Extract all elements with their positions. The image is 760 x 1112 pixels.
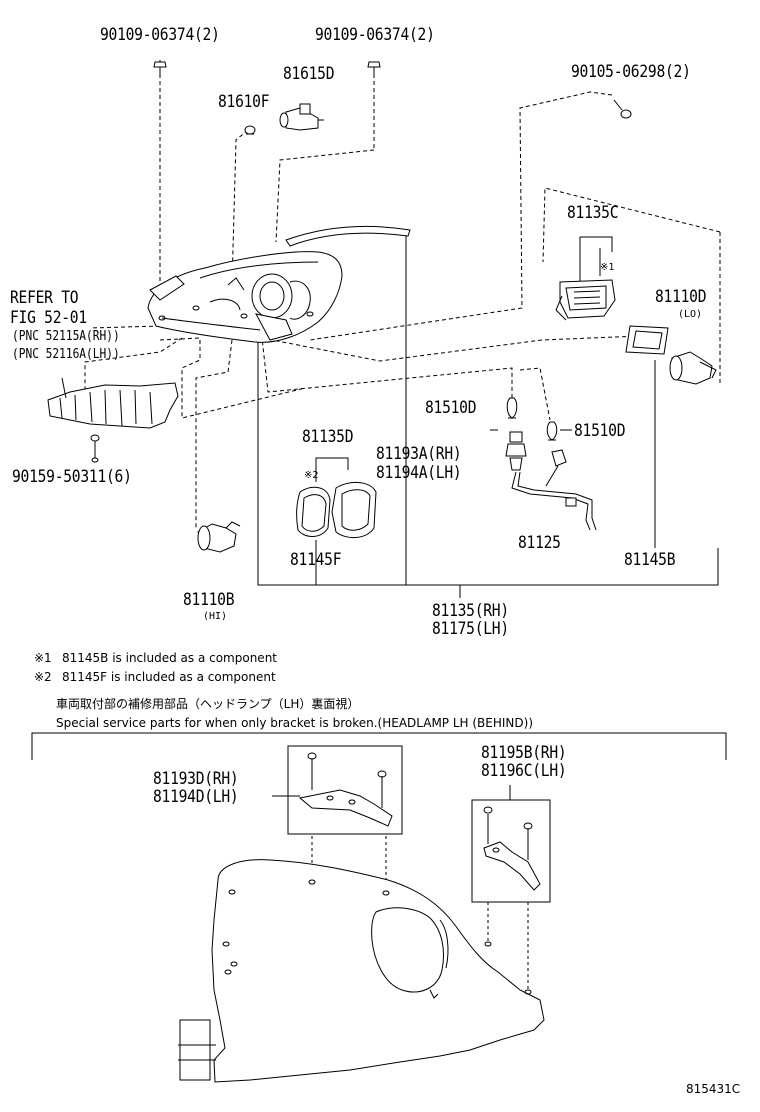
headlamp-housing-icon	[147, 225, 411, 343]
label-81193a-rh: 81193A(RH)	[376, 444, 462, 464]
label-81110b: 81110B	[183, 590, 235, 610]
label-81510d-left: 81510D	[425, 398, 477, 418]
note-en-title: Special service parts for when only brac…	[56, 716, 534, 730]
mark-1-housing-c: ※1	[600, 262, 615, 273]
bolt-left-icon	[153, 61, 167, 76]
housing-81135d-icon	[331, 482, 377, 538]
label-81110b-hi: (HI)	[203, 611, 228, 622]
label-81195b-rh: 81195B(RH)	[481, 743, 567, 763]
label-refer-fig: FIG 52-01	[10, 308, 87, 328]
note-2-text: 81145F is included as a component	[62, 670, 276, 684]
bulb-81110d-icon	[669, 351, 717, 385]
bumper-bracket-icon	[47, 377, 179, 429]
label-refer-to: REFER TO	[10, 288, 79, 308]
label-bolt-b: 90109-06374(2)	[315, 25, 435, 45]
label-81135c: 81135C	[567, 203, 619, 223]
label-81145b: 81145B	[624, 550, 676, 570]
headlamp-rear-view-icon	[178, 859, 545, 1083]
cover-81145f-icon	[296, 486, 331, 537]
label-90159: 90159-50311(6)	[12, 467, 132, 487]
bulb-81510d-left-icon	[506, 397, 518, 419]
label-81125: 81125	[518, 533, 561, 553]
label-81194a-lh: 81194A(LH)	[376, 463, 462, 483]
label-81615d: 81615D	[283, 64, 335, 84]
note-1-text: 81145B is included as a component	[62, 651, 278, 665]
clip-icon	[90, 434, 100, 463]
label-81135d: 81135D	[302, 427, 354, 447]
label-81510d-right: 81510D	[574, 421, 626, 441]
bulb-81615d-icon	[279, 103, 324, 131]
bulb-81110b-icon	[197, 521, 241, 553]
bulb-81610f-icon	[244, 125, 256, 135]
screw-right-icon	[613, 99, 632, 119]
bulb-81510d-right-icon	[546, 421, 558, 441]
label-screw-top-right: 90105-06298(2)	[571, 62, 691, 82]
label-81110d-lo: (LO)	[678, 309, 703, 320]
label-refer-pnc-rh: (PNC 52115A(RH))	[12, 329, 120, 344]
cover-81145b-icon	[625, 325, 669, 355]
label-81196c-lh: 81196C(LH)	[481, 761, 567, 781]
bracket-81193d-icon	[298, 752, 393, 827]
label-81193d-rh: 81193D(RH)	[153, 769, 239, 789]
bolt-center-icon	[367, 61, 381, 76]
label-refer-pnc-lh: (PNC 52116A(LH))	[12, 347, 120, 362]
lower-section-frame	[31, 732, 727, 903]
solid-leader-lines	[159, 60, 719, 598]
label-81145f: 81145F	[290, 550, 342, 570]
bracket-81195b-icon	[483, 806, 541, 891]
label-81610f: 81610F	[218, 92, 270, 112]
note-2-mark: ※2	[34, 670, 52, 684]
label-81135-rh: 81135(RH)	[432, 601, 509, 621]
label-bolt-a: 90109-06374(2)	[100, 25, 220, 45]
label-81110d: 81110D	[655, 287, 707, 307]
note-jp-title: 車両取付部の補修用部品（ヘッドランプ（LH）裏面視）	[56, 697, 360, 711]
socket-wire-81125-icon	[505, 431, 597, 531]
housing-81135c-icon	[555, 279, 616, 321]
mark-2-housing-d: ※2	[304, 470, 319, 481]
label-81175-lh: 81175(LH)	[432, 619, 509, 639]
note-1-mark: ※1	[34, 651, 52, 665]
label-81194d-lh: 81194D(LH)	[153, 787, 239, 807]
figure-code: 815431C	[686, 1082, 741, 1096]
